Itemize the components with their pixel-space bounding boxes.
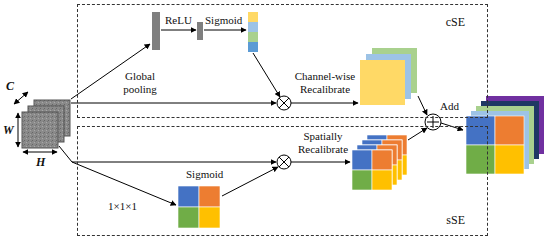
map-cell: [466, 116, 495, 145]
dimension-arrow: [23, 152, 57, 153]
operation-label: Add: [440, 100, 459, 113]
add-symbol: [425, 114, 441, 130]
map-cell: [466, 145, 495, 174]
module-label: cSE: [446, 15, 465, 29]
map-cell: [352, 150, 372, 170]
dimension-label: C: [6, 79, 14, 93]
spatial-weights: [178, 186, 220, 228]
flow-arrow: [59, 146, 276, 162]
operation-label: Sigmoid: [186, 168, 223, 181]
map-cell: [495, 145, 524, 174]
multiply-symbol: [277, 155, 291, 169]
reduced-vector: [197, 22, 203, 40]
output-maps: [466, 96, 544, 174]
dimension-label: W: [3, 123, 14, 137]
operation-label: ReLU: [165, 14, 192, 27]
cse-output-maps: [360, 48, 417, 105]
operation-label: 1×1×1: [108, 200, 137, 213]
flow-arrow: [161, 30, 196, 31]
map-cell: [178, 207, 199, 228]
dimension-arrow: [18, 113, 19, 147]
input-feature-map: [22, 100, 70, 148]
flow-arrow: [222, 167, 278, 196]
flow-arrow: [408, 128, 427, 140]
conv-arrow: [72, 162, 176, 205]
pooled-vector: [152, 12, 160, 50]
channel-weights: [248, 12, 258, 52]
sse-output-maps: [352, 135, 407, 190]
dimension-arrow: [14, 92, 28, 104]
map-cell: [178, 186, 199, 207]
map-cell: [372, 170, 392, 190]
operation-label: Spatially Recalibrate: [295, 130, 351, 156]
map-cell: [199, 207, 220, 228]
flow-arrow: [204, 30, 246, 31]
flow-arrow: [418, 96, 427, 115]
multiply-symbol: [277, 96, 291, 110]
dimension-label: H: [36, 155, 45, 169]
module-region: sSE: [77, 126, 488, 236]
map-cell: [199, 186, 220, 207]
module-region: cSE: [77, 4, 488, 118]
operation-label: Channel-wise Recalibrate: [292, 70, 358, 96]
flow-arrow: [71, 103, 276, 104]
flow-arrow: [291, 162, 350, 163]
map-backing: [352, 150, 392, 190]
operation-label: Global pooling: [118, 70, 162, 96]
module-label: sSE: [446, 213, 465, 227]
operation-label: Sigmoid: [205, 14, 242, 27]
flow-arrow: [253, 53, 280, 97]
flow-arrow: [291, 103, 358, 104]
map-cell: [352, 170, 372, 190]
map-cell: [495, 116, 524, 145]
map-cell: [372, 150, 392, 170]
